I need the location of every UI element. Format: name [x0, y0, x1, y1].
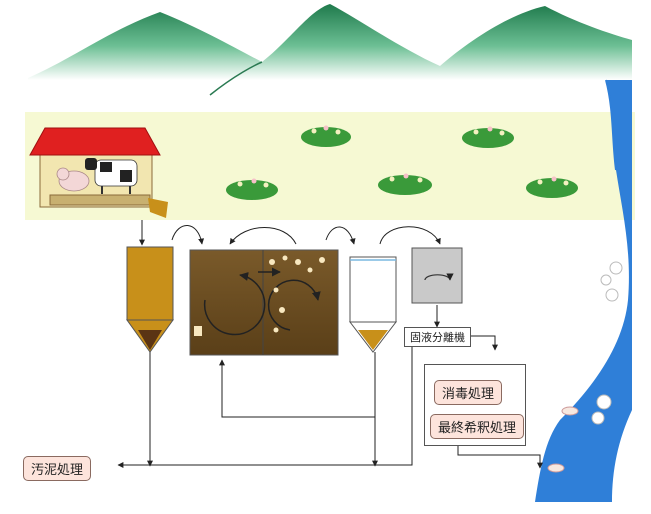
aeration-tank [189, 249, 339, 356]
flower-bush-icon [526, 176, 578, 198]
fish-icon [547, 463, 565, 473]
manure-chute [148, 198, 168, 218]
settling-tank-1 [126, 246, 174, 353]
final-dilution-label: 最終希釈処理 [430, 414, 525, 439]
flower-bush-icon [226, 178, 278, 200]
flower-bush-icon [301, 125, 351, 147]
flower-bush-icon [378, 173, 432, 195]
cow-icon [85, 158, 138, 194]
settling-tank-2 [348, 256, 398, 353]
sludge-treatment-label: 汚泥処理 [23, 456, 92, 481]
disinfection-label: 消毒処理 [434, 380, 503, 405]
clarifier-tank [411, 247, 463, 304]
solid-liquid-separator-label: 固液分離機 [404, 327, 471, 347]
pig-icon [56, 167, 90, 192]
foam-icon [591, 261, 623, 425]
flow-arrows [117, 220, 543, 469]
flower-bush-icon [462, 126, 514, 148]
mountains [28, 4, 632, 96]
fish-icon [561, 406, 579, 416]
